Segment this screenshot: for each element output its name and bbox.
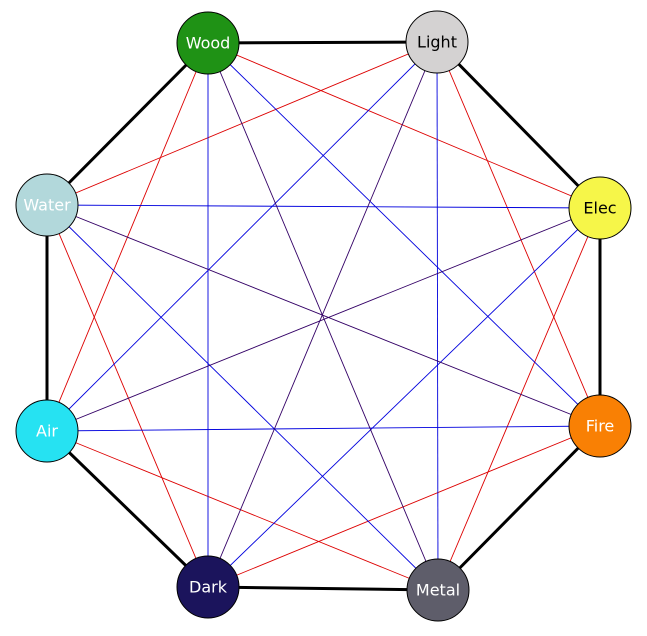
node-water-label: Water	[23, 196, 71, 215]
edge-dark-air	[45, 429, 210, 589]
edge-light-metal	[436, 41, 439, 591]
node-dark-label: Dark	[189, 578, 228, 597]
edge-water-wood	[45, 41, 210, 207]
node-metal-label: Metal	[416, 581, 460, 600]
node-elec: Elec	[568, 176, 632, 240]
edge-wood-elec	[207, 42, 601, 209]
node-fire-circle	[568, 394, 632, 458]
node-dark: Dark	[176, 555, 240, 619]
node-air-label: Air	[36, 422, 58, 441]
node-light-label: Light	[417, 33, 457, 52]
edge-fire-metal	[436, 424, 602, 592]
node-fire-label: Fire	[586, 417, 615, 436]
node-dark-circle	[176, 555, 240, 619]
node-light-circle	[405, 10, 469, 74]
edge-metal-dark	[207, 585, 439, 592]
edge-light-dark	[207, 41, 438, 588]
node-metal: Metal	[406, 558, 470, 622]
edge-elec-metal	[437, 207, 601, 591]
edge-water-elec	[46, 204, 601, 209]
node-wood: Wood	[176, 11, 240, 75]
node-wood-circle	[176, 11, 240, 75]
edge-light-fire	[436, 41, 601, 427]
node-air: Air	[15, 399, 79, 463]
edge-wood-metal	[207, 42, 439, 591]
edge-elec-dark	[207, 207, 601, 588]
edge-wood-fire	[207, 42, 601, 427]
node-air-circle	[15, 399, 79, 463]
node-fire: Fire	[568, 394, 632, 458]
edge-air-fire	[46, 425, 601, 432]
edge-light-air	[46, 41, 438, 432]
node-metal-circle	[406, 558, 470, 622]
edge-fire-dark	[207, 425, 601, 588]
edges-layer	[45, 40, 602, 592]
node-water: Water	[15, 173, 79, 237]
edge-light-elec	[435, 40, 602, 210]
edge-wood-light	[207, 40, 438, 45]
node-elec-circle	[568, 176, 632, 240]
node-elec-label: Elec	[583, 199, 616, 218]
edge-metal-air	[46, 430, 439, 591]
edge-water-fire	[46, 204, 601, 427]
edge-air-elec	[46, 207, 601, 432]
edge-water-metal	[46, 204, 439, 591]
edge-dark-water	[46, 204, 209, 588]
node-light: Light	[405, 10, 469, 74]
node-wood-label: Wood	[186, 34, 231, 53]
node-water-circle	[15, 173, 79, 237]
